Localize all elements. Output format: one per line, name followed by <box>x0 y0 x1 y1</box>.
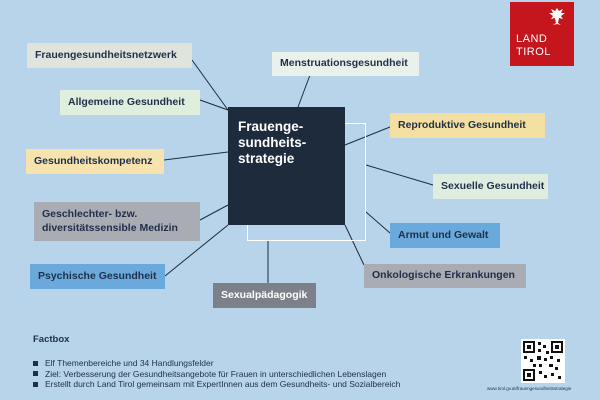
topic-sexuelle-gesundheit: Sexuelle Gesundheit <box>433 174 548 199</box>
connector-frauengesundheitsnetzwerk <box>191 59 229 111</box>
connector-allgemeine-gesundheit <box>199 99 229 111</box>
list-item: Elf Themenbereiche und 34 Handlungsfelde… <box>33 358 400 369</box>
topic-menstruationsgesundheit: Menstruationsgesundheit <box>272 52 419 76</box>
list-item: Erstellt durch Land Tirol gemeinsam mit … <box>33 379 400 390</box>
topic-allgemeine-gesundheit: Allgemeine Gesundheit <box>60 90 200 115</box>
logo-text-land: LAND <box>516 33 548 45</box>
topic-sexualpaedagogik: Sexualpädagogik <box>213 283 316 308</box>
topic-diversitaetssensible-medizin: Geschlechter- bzw. diversitätssensible M… <box>34 202 200 241</box>
connector-armut-und-gewalt <box>365 211 391 234</box>
eagle-icon <box>548 7 566 29</box>
factbox-title: Factbox <box>33 334 70 345</box>
land-tirol-logo: LAND TIROL <box>510 2 574 66</box>
bullet-icon <box>33 371 38 377</box>
bullet-icon <box>33 381 38 387</box>
center-title-box: Frauenge- sundheits- strategie <box>228 107 345 225</box>
logo-text-tirol: TIROL <box>516 46 551 58</box>
connector-sexuelle-gesundheit <box>365 164 434 186</box>
topic-onkologische-erkrankungen: Onkologische Erkrankungen <box>364 264 526 288</box>
fact-text: Ziel: Verbesserung der Gesundheitsangebo… <box>45 368 387 379</box>
topic-reproduktive-gesundheit: Reproduktive Gesundheit <box>390 113 545 138</box>
fact-text: Erstellt durch Land Tirol gemeinsam mit … <box>45 379 401 389</box>
connector-gesundheitskompetenz <box>163 151 229 161</box>
connector-onkologische-erkrankungen <box>344 224 365 266</box>
factbox-list: Elf Themenbereiche und 34 Handlungsfelde… <box>33 358 400 390</box>
bullet-icon <box>33 360 38 366</box>
fact-text: Elf Themenbereiche und 34 Handlungsfelde… <box>45 358 214 368</box>
list-item: Ziel: Verbesserung der Gesundheitsangebo… <box>33 369 400 380</box>
topic-frauengesundheitsnetzwerk: Frauengesundheitsnetzwerk <box>27 43 192 68</box>
topic-psychische-gesundheit: Psychische Gesundheit <box>30 264 165 289</box>
strategy-url[interactable]: www.tirol.gv.at/frauengesundheitsstrateg… <box>487 386 572 391</box>
topic-armut-und-gewalt: Armut und Gewalt <box>390 223 500 248</box>
connector-psychische-gesundheit <box>164 224 229 277</box>
qr-code-icon[interactable] <box>521 339 565 383</box>
connector-menstruationsgesundheit <box>297 74 311 108</box>
connector-diversitaetssensible-medizin <box>199 204 229 221</box>
connector-reproduktive-gesundheit <box>344 126 391 146</box>
topic-gesundheitskompetenz: Gesundheitskompetenz <box>26 149 164 174</box>
